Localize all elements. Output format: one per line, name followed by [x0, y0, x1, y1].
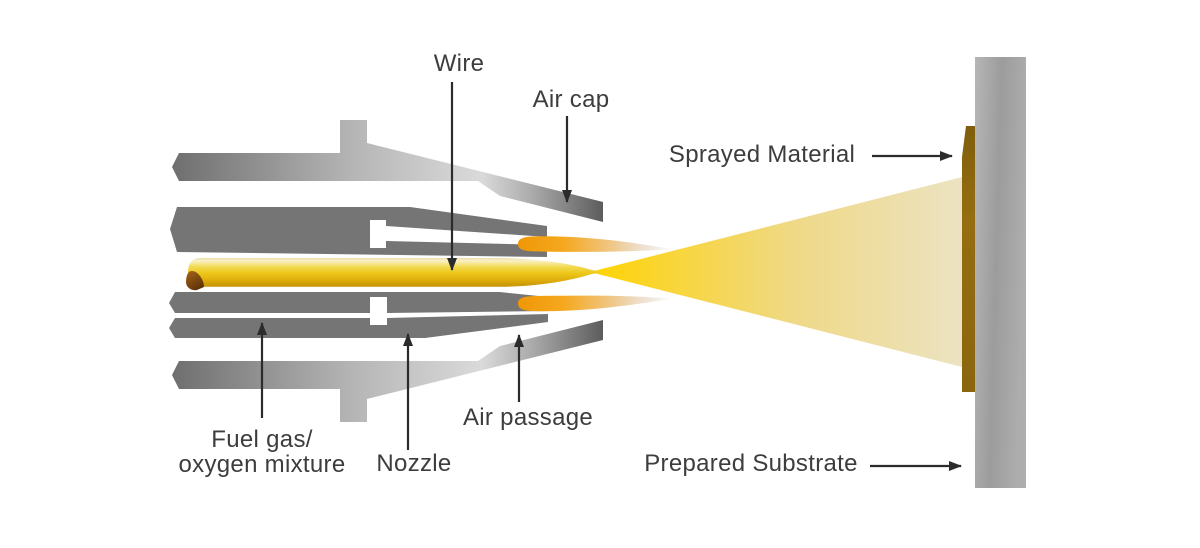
- molten-drop: [186, 271, 204, 291]
- flame-jet-top: [518, 236, 672, 252]
- prepared-substrate-plate: [975, 57, 1026, 488]
- nozzle-lower-outer-body: [169, 314, 548, 338]
- nozzle-upper-slot: [370, 220, 386, 248]
- nozzle-lower-slot: [370, 297, 387, 325]
- air-passage-label: Air passage: [462, 404, 594, 431]
- nozzle-upper-channel: [386, 226, 548, 245]
- prepared-substrate-label: Prepared Substrate: [644, 450, 858, 477]
- spray-cone: [590, 176, 966, 368]
- sprayed-material-coating: [962, 126, 975, 392]
- wire-label: Wire: [433, 50, 485, 77]
- fuel-gas-label-line2: oxygen mixture: [178, 451, 346, 478]
- fuel-gas-label-line1: Fuel gas/: [211, 426, 313, 453]
- flame-jet-bottom: [518, 295, 672, 312]
- air-cap-label: Air cap: [532, 86, 610, 113]
- fuel-gas-label: Fuel gas/ oxygen mixture: [179, 427, 346, 477]
- wire-feedstock: [188, 258, 601, 287]
- nozzle-label: Nozzle: [376, 450, 452, 477]
- air-cap-bottom: [172, 320, 603, 422]
- nozzle-upper-body: [170, 207, 547, 257]
- air-cap-top: [172, 120, 603, 222]
- nozzle-lower-body: [169, 292, 548, 313]
- sprayed-material-label: Sprayed Material: [668, 141, 856, 168]
